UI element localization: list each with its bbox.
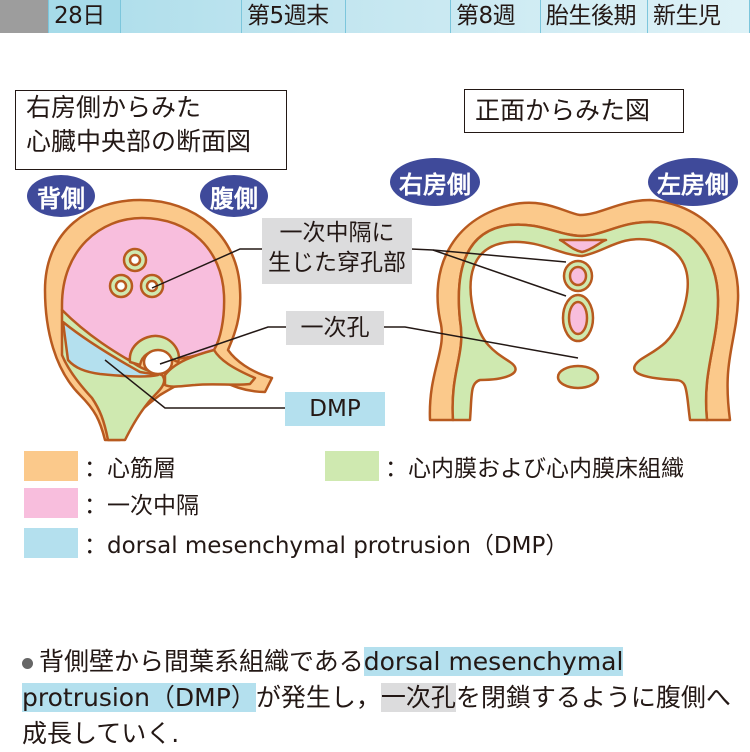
right-septum-primum-top [558,238,608,254]
legend-endocardium: ：心内膜および心内膜床組織 [325,449,684,483]
description-part2: が発生し， [255,683,381,712]
callout-dmp: DMP [285,392,385,426]
timeline-segment-week5: 第5週末 [241,0,345,33]
timeline-segment-28d: 28日 [48,0,120,33]
right-ostium-ellipse [556,364,600,390]
dorsal-side-badge: 背側 [27,175,95,217]
legend-label-dmp: ：dorsal mesenchymal protrusion（DMP） [84,533,569,559]
right-atrium-badge: 右房側 [390,158,480,206]
left-title-line2: 心臓中央部の断面図 [26,127,252,156]
left-cross-section [43,198,274,442]
left-ostium-hole [142,348,174,376]
left-atrium-badge: 左房側 [648,158,738,206]
leader-ostium-right [384,326,579,359]
legend-swatch-septum-primum [24,488,78,518]
timeline-marker [0,0,48,33]
callout-perforation-line1: 一次中隔に [279,220,395,246]
timeline-segment-week8: 第8週 [450,0,540,33]
left-panel-title: 右房側からみた 心臓中央部の断面図 [15,90,287,170]
right-panel-title: 正面からみた図 [464,89,684,133]
legend-swatch-dmp [24,528,78,558]
timeline-segment-late-fetal: 胎生後期 [540,0,647,33]
description-paragraph: 背側壁から間葉系組織であるdorsal mesenchymal protrusi… [22,644,742,752]
description-part3: を閉鎖するように腹側へ成長していく. [22,683,731,748]
right-frontal-view [428,198,740,422]
legend-myocardium: ：心筋層 [24,449,176,483]
legend-label-septum-primum: ：一次中隔 [84,493,199,519]
leader-dmp [104,359,285,409]
legend-septum-primum: ：一次中隔 [24,486,199,520]
legend-label-myocardium: ：心筋層 [84,456,176,482]
callout-perforation-line2: 生じた穿孔部 [268,250,406,276]
timeline-bar: 28日 第5週末 第8週 胎生後期 新生児 [0,0,750,33]
leader-ostium-left [159,326,286,365]
right-endocardium [451,220,720,422]
left-dmp [61,320,160,378]
callout-ostium-primum: 一次孔 [286,311,384,345]
description-highlight-ostium: 一次孔 [380,683,456,712]
leader-perforation-left [151,248,262,289]
left-title-line1: 右房側からみた [26,93,202,122]
description-part1: 背側壁から間葉系組織である [39,647,364,676]
callout-perforation: 一次中隔に 生じた穿孔部 [262,218,412,284]
timeline-spacer-2 [345,0,450,33]
timeline-spacer [120,0,241,33]
legend-label-endocardium: ：心内膜および心内膜床組織 [385,456,684,482]
leader-perforation-right-b [432,249,567,297]
left-endocardium-right [163,348,257,388]
ventral-side-badge: 腹側 [200,175,268,217]
leader-lines [104,248,579,409]
bullet-icon [22,657,33,669]
legend-swatch-myocardium [24,451,78,481]
legend-dmp: ：dorsal mesenchymal protrusion（DMP） [24,526,568,560]
legend-swatch-endocardium [325,451,379,481]
